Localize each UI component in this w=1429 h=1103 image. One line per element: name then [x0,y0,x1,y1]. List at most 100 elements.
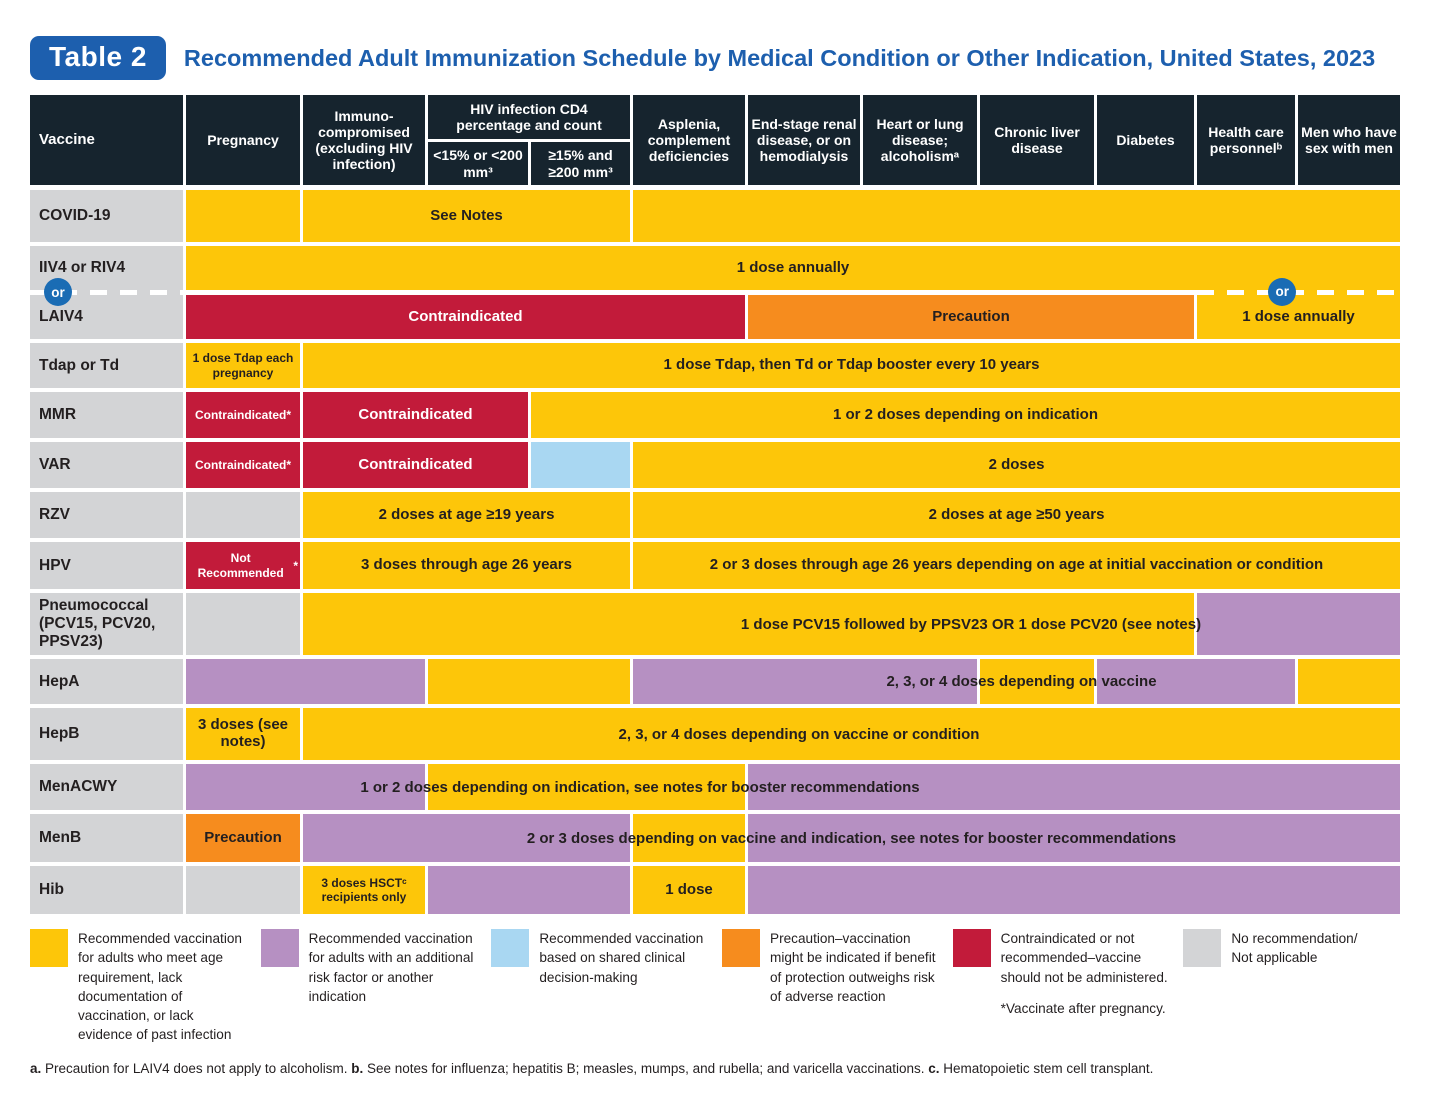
schedule-cell-orange: Precaution [748,295,1194,339]
purple-swatch [260,929,299,967]
row-label: Pneumococcal (PCV15, PCV20, PPSV23) [30,593,183,655]
legend-text: Recommended vaccination for adults with … [308,931,474,1004]
red-swatch [952,929,991,967]
schedule-cell-yellow: 1 dose Tdap each pregnancy [186,343,300,388]
column-subheader: <15% or <200 mm³ [428,142,528,185]
legend-text: Precaution–vaccination might be indicate… [770,931,936,1004]
legend-item: Precaution–vaccination might be indicate… [722,929,939,1045]
row-label: COVID-19 [30,190,183,242]
schedule-cell-yellow: 3 doses through age 26 years [303,542,630,589]
column-header-group: HIV infection CD4 percentage and count [428,95,630,139]
legend-item: Recommended vaccination based on shared … [491,929,708,1045]
column-subheader: ≥15% and ≥200 mm³ [531,142,630,185]
row-label: MMR [30,392,183,438]
legend-item: Contraindicated or not recommended–vacci… [952,929,1170,1045]
schedule-cell-red: Contraindicated [303,392,528,438]
schedule-cell-purple [428,866,630,914]
table-row: Pneumococcal (PCV15, PCV20, PPSV23)1 dos… [30,593,1400,655]
schedule-cell-red: Contraindicated [186,295,745,339]
legend-text: No recommendation/ Not applicable [1231,931,1358,966]
legend: Recommended vaccination for adults who m… [30,929,1400,1045]
schedule-cell-yellow [428,764,745,810]
schedule-cell-purple [748,866,1400,914]
row-label: LAIV4 [39,308,83,325]
schedule-cell-yellow [186,190,300,242]
column-header: Asplenia, complement deficiencies [633,95,745,185]
blue-swatch [491,929,530,967]
schedule-cell-gray [186,492,300,538]
table-row: COVID-19 See Notes [30,190,1400,242]
row-label: Tdap or Td [30,343,183,388]
table2-badge: Table 2 [30,36,166,80]
schedule-cell-purple [748,814,1400,862]
orange-swatch [722,929,760,967]
schedule-cell-purple [1097,659,1295,704]
schedule-cell-purple [748,764,1400,810]
schedule-cell-yellow: 3 doses (see notes) [186,708,300,760]
or-dashed-divider [1197,290,1400,295]
schedule-cell-yellow: 1 dose Tdap, then Td or Tdap booster eve… [303,343,1400,388]
legend-item: No recommendation/ Not applicable [1183,929,1400,1045]
row-label: MenB [30,814,183,862]
schedule-cell-yellow: 2 doses [633,442,1400,488]
legend-item: Recommended vaccination for adults who m… [30,929,247,1045]
yellow-swatch [30,929,68,967]
column-header: Men who have sex with men [1298,95,1400,185]
footnotes: a. Precaution for LAIV4 does not apply t… [30,1060,1154,1076]
legend-text: Recommended vaccination based on shared … [539,931,704,985]
page-title: Recommended Adult Immunization Schedule … [183,44,1376,71]
row-label: IIV4 or RIV4 [39,259,126,276]
schedule-cell-yellow: See Notes [303,190,630,242]
schedule-cell-purple [186,764,425,810]
row-label: RZV [30,492,183,538]
schedule-cell-red: Contraindicated* [186,442,300,488]
schedule-cell-orange: Precaution [186,814,300,862]
schedule-cell-purple [303,814,630,862]
cdc-immunization-schedule-page: Table 2 Recommended Adult Immunization S… [30,36,1400,1076]
row-label: VAR [30,442,183,488]
legend-item: Recommended vaccination for adults with … [260,929,478,1045]
schedule-cell-yellow: 3 doses HSCTᶜ recipients only [303,866,425,914]
column-header: Health care personnelᵇ [1197,95,1295,185]
schedule-cell-yellow: 1 or 2 doses depending on indication [531,392,1400,438]
gray-swatch [1183,929,1222,967]
schedule-cell-yellow: 1 dose [633,866,745,914]
row-label: HPV [30,542,183,589]
schedule-cell-yellow: 2 or 3 doses through age 26 years depend… [633,542,1400,589]
schedule-cell-text: 1 dose annually [1242,307,1355,325]
schedule-cell-purple [633,659,977,704]
schedule-cell-yellow: 2 doses at age ≥19 years [303,492,630,538]
row-label: MenACWY [30,764,183,810]
schedule-cell-yellow [303,708,1400,760]
column-header: Vaccine [30,95,183,185]
or-badge: or [1268,278,1297,306]
schedule-cell-red: Contraindicated* [186,392,300,438]
column-header: Diabetes [1097,95,1194,185]
schedule-cell-purple [186,659,425,704]
schedule-cell-gray [186,593,300,655]
schedule-cell-gray [186,866,300,914]
table-row: Hib 3 doses HSCTᶜ recipients only 1 dose [30,866,1400,914]
or-dashed-divider [30,290,183,295]
schedule-cell-yellow [1298,659,1400,704]
column-header: Pregnancy [186,95,300,185]
column-header: Immuno-compromised (excluding HIV infect… [303,95,425,185]
schedule-cell-yellow [303,593,1194,655]
row-label: Hib [30,866,183,914]
title-row: Table 2 Recommended Adult Immunization S… [30,36,1400,80]
schedule-cell-red: Contraindicated [303,442,528,488]
